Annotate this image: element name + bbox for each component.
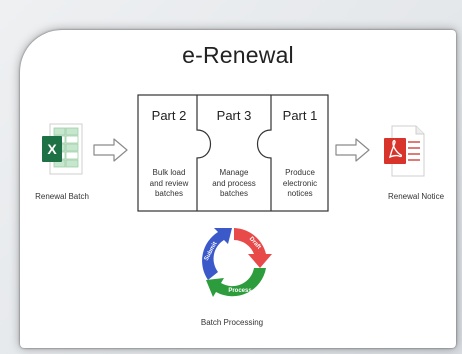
part-2-title: Part 2	[151, 108, 187, 123]
cycle-step-process: Process	[228, 288, 252, 294]
excel-icon: X	[42, 123, 83, 175]
batch-cycle-icon: Draft Process Submit	[202, 228, 272, 297]
pdf-icon	[384, 125, 425, 177]
input-label: Renewal Batch	[35, 192, 89, 201]
part-3-title: Part 3	[216, 108, 252, 123]
part-1-title: Part 1	[282, 108, 318, 123]
parts-box	[137, 94, 329, 212]
arrow-right-icon	[93, 138, 128, 162]
svg-text:X: X	[47, 141, 57, 157]
arrow-right-icon	[335, 138, 370, 162]
diagram-title: e-Renewal	[182, 42, 294, 68]
cycle-label: Batch Processing	[200, 318, 264, 327]
output-label: Renewal Notice	[387, 192, 445, 201]
